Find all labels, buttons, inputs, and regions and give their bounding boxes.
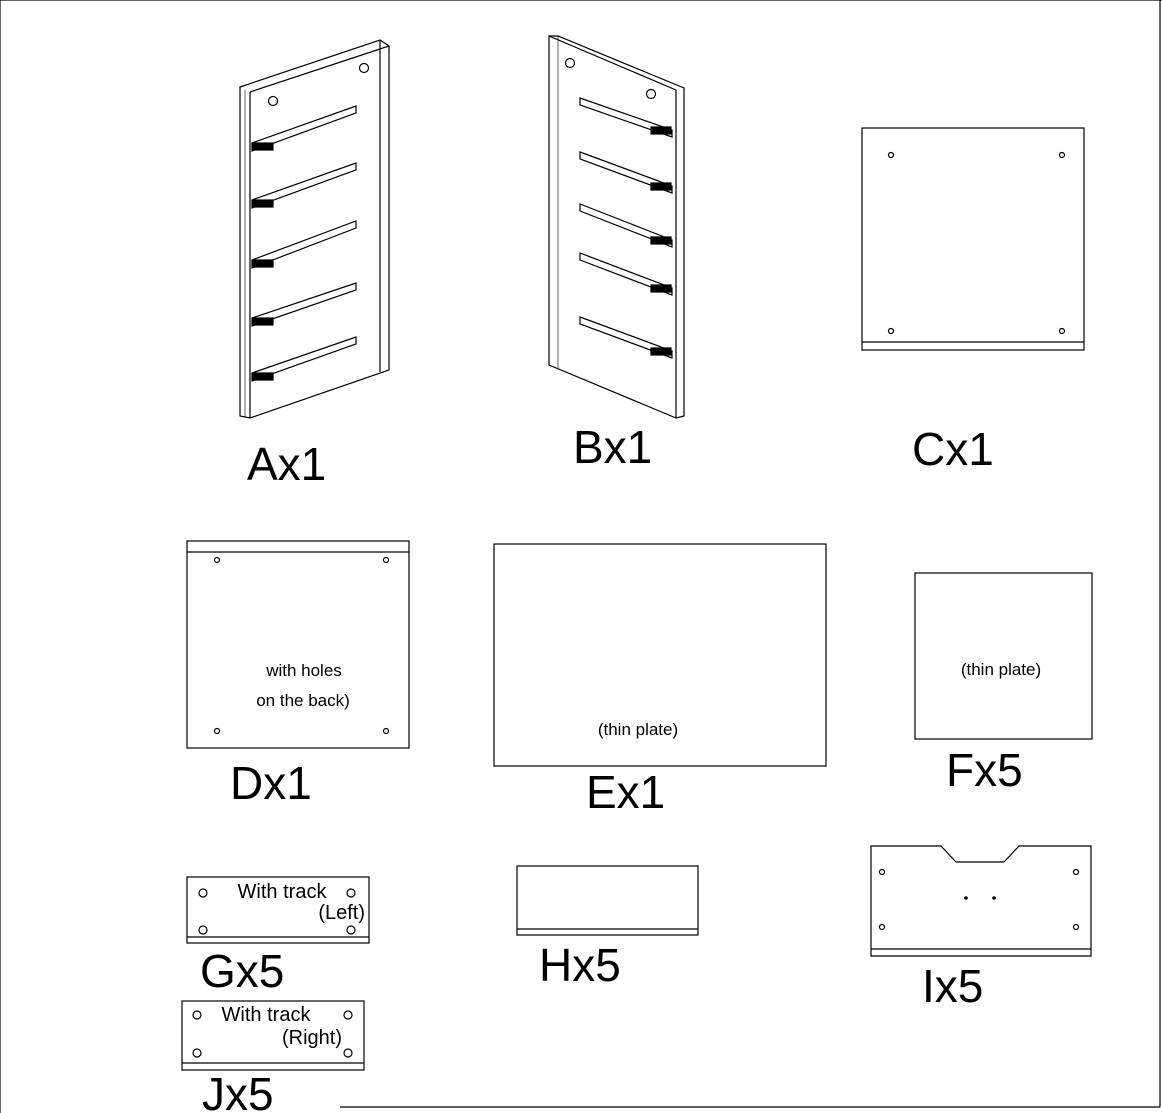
drawer-rail: [579, 151, 673, 194]
drawer-rail: [579, 203, 673, 248]
part-j-note-line1: With track: [222, 1004, 312, 1026]
part-b-label: Bx1: [573, 421, 652, 473]
part-c-label: Cx1: [912, 423, 994, 475]
hole: [358, 62, 370, 74]
drawer-rail: [251, 105, 357, 152]
part-g-panel: [186, 876, 370, 944]
drawer-rail: [579, 97, 673, 138]
part-h-panel: [516, 865, 699, 936]
drawer-rail: [251, 162, 357, 209]
hole: [267, 95, 279, 107]
drawer-rail: [579, 252, 673, 296]
part-i-label: Ix5: [922, 960, 983, 1012]
part-e-label: Ex1: [586, 766, 665, 818]
part-d-panel: [186, 540, 410, 749]
part-g-note-line2: (Left): [318, 902, 365, 924]
part-c-panel: [861, 127, 1085, 351]
part-e-thin-plate: [493, 543, 827, 767]
part-d-label: Dx1: [230, 757, 312, 809]
part-a-side-panel: [239, 39, 390, 419]
drawer-rail: [251, 336, 357, 382]
hole: [645, 88, 657, 100]
part-b-side-panel: [548, 35, 685, 419]
part-h-label: Hx5: [539, 939, 621, 991]
part-j-note-line2: (Right): [282, 1027, 342, 1049]
part-g-note-line1: With track: [238, 881, 328, 903]
part-d-note-line1: with holes: [265, 661, 342, 680]
drawer-rail: [251, 282, 357, 327]
drawer-rail: [579, 316, 673, 359]
part-f-thin-plate: [914, 572, 1093, 740]
part-j-label: Jx5: [202, 1068, 274, 1113]
part-a-label: Ax1: [247, 438, 326, 490]
part-e-note: (thin plate): [598, 720, 678, 739]
hole: [564, 57, 576, 69]
part-f-label: Fx5: [946, 744, 1023, 796]
part-j-panel: [181, 1000, 365, 1071]
part-f-note: (thin plate): [961, 660, 1041, 679]
part-i-panel: [870, 845, 1092, 957]
part-d-note-line2: on the back): [256, 691, 350, 710]
part-g-label: Gx5: [200, 945, 284, 997]
drawer-rail: [251, 220, 357, 269]
